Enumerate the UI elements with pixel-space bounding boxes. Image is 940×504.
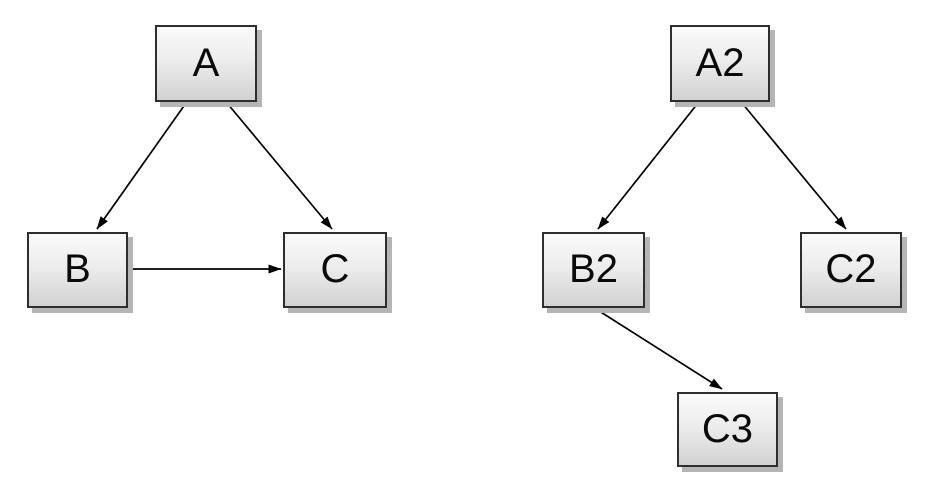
node-A2[interactable]: A2 (670, 25, 770, 102)
edge-B2-to-C3[interactable] (595, 308, 723, 390)
node-C[interactable]: C (283, 232, 387, 308)
edge-A-to-B[interactable] (96, 102, 187, 230)
node-B[interactable]: B (27, 232, 128, 308)
node-label: C3 (701, 406, 754, 451)
node-A[interactable]: A (155, 25, 257, 102)
node-label: B (64, 247, 91, 291)
node-label: A (192, 40, 220, 85)
node-C2[interactable]: C2 (800, 232, 902, 308)
edge-A2-to-C2[interactable] (741, 102, 847, 230)
edge-A-to-C[interactable] (226, 102, 333, 230)
edge-A2-to-B2[interactable] (597, 102, 699, 230)
node-label: C2 (825, 247, 877, 291)
node-C3[interactable]: C3 (677, 392, 778, 467)
node-label: C (320, 247, 350, 291)
node-B2[interactable]: B2 (542, 232, 645, 308)
node-label: A2 (695, 40, 745, 85)
node-label: B2 (569, 247, 618, 291)
